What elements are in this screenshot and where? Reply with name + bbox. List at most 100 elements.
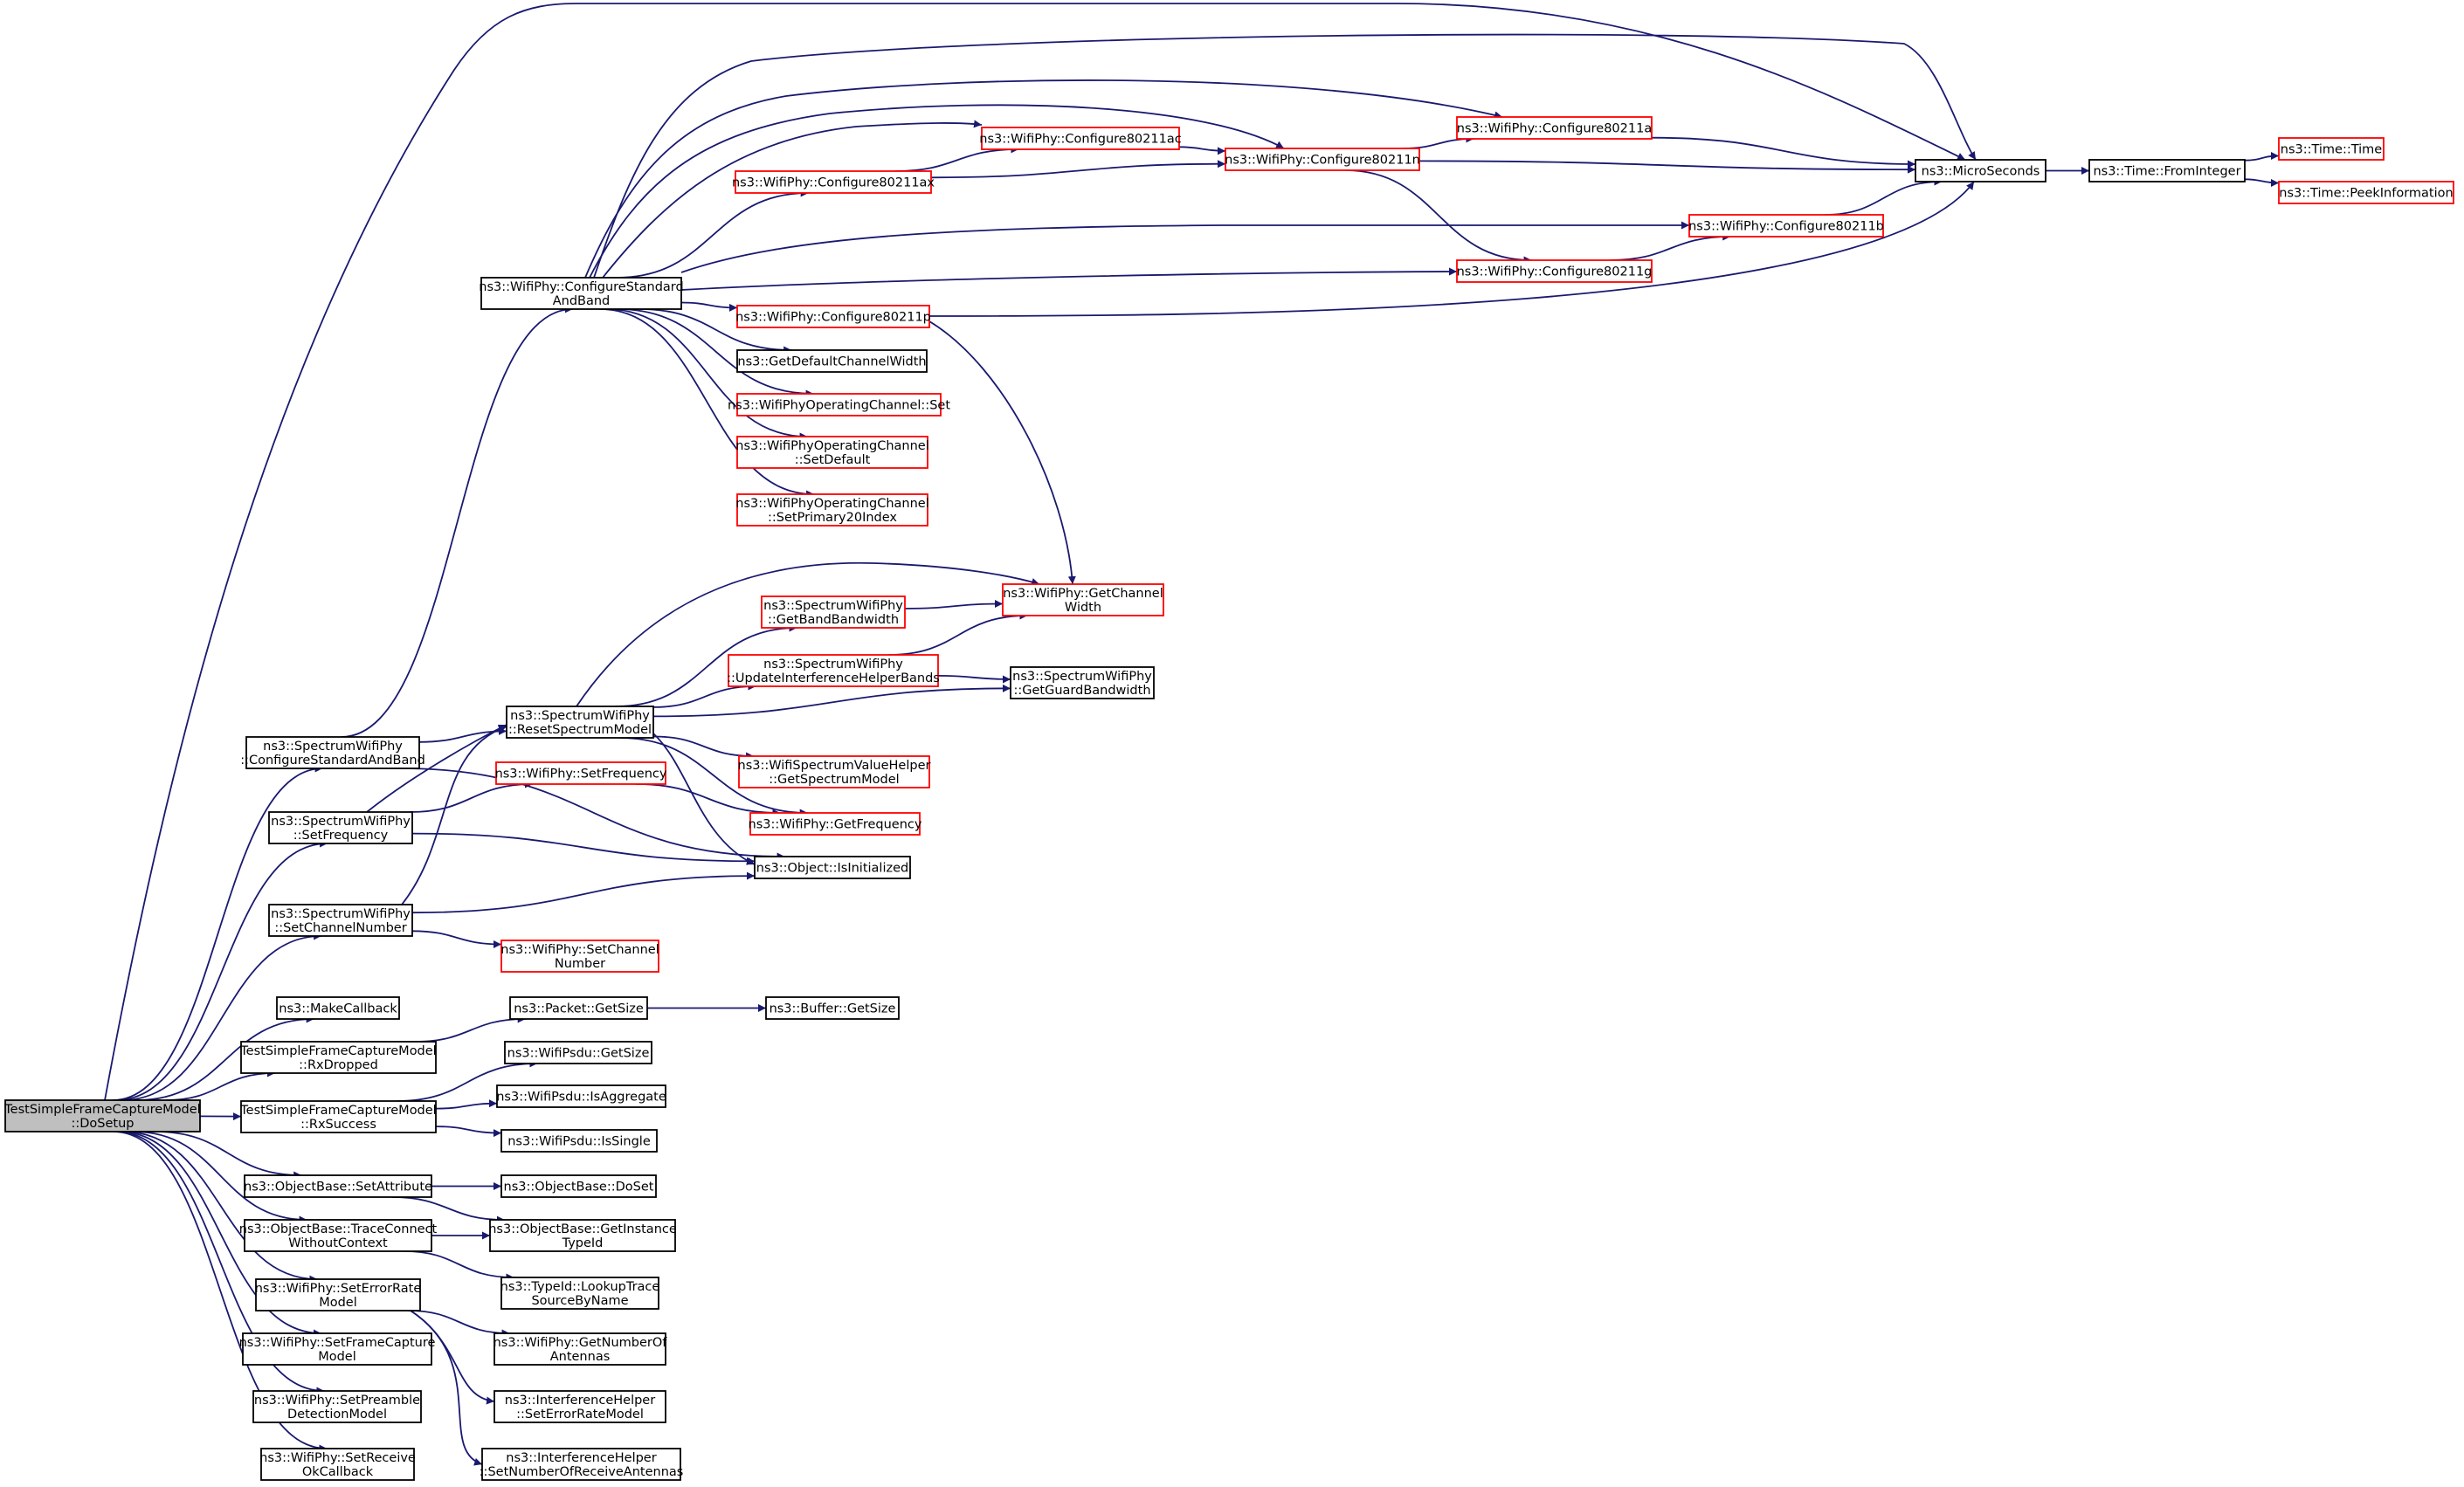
node-root[interactable]: TestSimpleFrameCaptureModel::DoSetup bbox=[3, 1099, 201, 1132]
node-wp_configure_80211ac[interactable]: ns3::WifiPhy::Configure80211ac bbox=[979, 127, 1182, 150]
node-object_is_initialized[interactable]: ns3::Object::IsInitialized bbox=[754, 856, 911, 879]
node-swp_configure_std_band[interactable]: ns3::SpectrumWifiPhy::ConfigureStandardA… bbox=[240, 736, 425, 769]
node-wp_configure_80211p[interactable]: ns3::WifiPhy::Configure80211p bbox=[735, 305, 931, 328]
node-box-swp_update_interference bbox=[728, 654, 939, 687]
node-wp_configure_80211ax[interactable]: ns3::WifiPhy::Configure80211ax bbox=[732, 170, 935, 194]
node-psdu_is_aggregate[interactable]: ns3::WifiPsdu::IsAggregate bbox=[496, 1084, 666, 1108]
node-wp_set_frequency[interactable]: ns3::WifiPhy::SetFrequency bbox=[495, 761, 667, 785]
node-label-psdu_is_single-line-0: ns3::WifiPsdu::IsSingle bbox=[507, 1135, 651, 1149]
node-ih_set_number_antennas[interactable]: ns3::InterferenceHelper::SetNumberOfRece… bbox=[480, 1448, 684, 1481]
edge-wp_configure_80211g-to-wp_configure_80211b bbox=[1610, 232, 1731, 261]
node-psdu_is_single[interactable]: ns3::WifiPsdu::IsSingle bbox=[500, 1129, 658, 1153]
node-label-ob_trace_connect-line-0: ns3::ObjectBase::TraceConnect bbox=[239, 1222, 438, 1236]
node-wp_configure_std_band[interactable]: ns3::WifiPhy::ConfigureStandardAndBand bbox=[479, 277, 684, 310]
edge-wp_configure_80211a-to-micro_seconds bbox=[1651, 136, 1916, 169]
edge-wp_configure_80211b-to-micro_seconds bbox=[1825, 177, 1943, 216]
edge-wp_configure_std_band-to-get_default_channel_width bbox=[639, 308, 792, 355]
edge-root-to-wp_set_error_rate bbox=[123, 1131, 318, 1284]
node-woc_set_default[interactable]: ns3::WifiPhyOperatingChannel::SetDefault bbox=[735, 436, 929, 469]
node-box-wp_set_channel_number bbox=[500, 940, 659, 973]
edge-swp_set_channel_number-to-swp_reset_spectrum_model bbox=[401, 725, 507, 905]
node-box-wp_set_frame_capture bbox=[242, 1332, 432, 1366]
node-ob_trace_connect[interactable]: ns3::ObjectBase::TraceConnectWithoutCont… bbox=[239, 1219, 438, 1252]
node-swp_get_guard_bandwidth[interactable]: ns3::SpectrumWifiPhy::GetGuardBandwidth bbox=[1010, 666, 1155, 699]
node-woc_set[interactable]: ns3::WifiPhyOperatingChannel::Set bbox=[728, 393, 950, 416]
node-ob_set_attribute[interactable]: ns3::ObjectBase::SetAttribute bbox=[244, 1174, 432, 1198]
edge-root-to-ob_set_attribute bbox=[155, 1131, 302, 1180]
node-box-swp_get_band_bandwidth bbox=[761, 595, 906, 629]
edge-root-to-make_callback bbox=[136, 1015, 314, 1101]
edge-swp_reset_spectrum_model-to-wp_get_channel_width bbox=[576, 561, 1040, 707]
node-wp_configure_80211g[interactable]: ns3::WifiPhy::Configure80211g bbox=[1456, 259, 1653, 283]
node-wp_set_channel_number[interactable]: ns3::WifiPhy::SetChannelNumber bbox=[500, 940, 659, 973]
edge-swp_update_interference-to-swp_get_guard_bandwidth bbox=[937, 675, 1011, 684]
node-rx_success[interactable]: TestSimpleFrameCaptureModel::RxSuccess bbox=[239, 1100, 437, 1133]
node-label-woc_set-line-0: ns3::WifiPhyOperatingChannel::Set bbox=[728, 399, 950, 413]
edge-wp_configure_std_band-to-wp_configure_80211g bbox=[680, 267, 1458, 291]
node-rx_dropped[interactable]: TestSimpleFrameCaptureModel::RxDropped bbox=[239, 1041, 437, 1074]
node-box-micro_seconds bbox=[1915, 159, 2046, 182]
node-label-wp_configure_std_band-line-0: ns3::WifiPhy::ConfigureStandard bbox=[479, 280, 683, 294]
node-label-ob_get_instance_typeid-line-1: TypeId bbox=[562, 1236, 604, 1250]
edge-swp_set_frequency-to-object_is_initialized bbox=[411, 832, 756, 865]
edge-wp_configure_std_band-to-wp_configure_80211b bbox=[680, 221, 1689, 273]
edge-wp_configure_80211p-to-wp_get_channel_width bbox=[928, 320, 1076, 585]
node-box-wp_configure_80211a bbox=[1456, 116, 1653, 140]
node-wp_get_frequency[interactable]: ns3::WifiPhy::GetFrequency bbox=[749, 812, 922, 836]
node-psdu_get_size[interactable]: ns3::WifiPsdu::GetSize bbox=[504, 1041, 652, 1064]
node-get_default_channel_width[interactable]: ns3::GetDefaultChannelWidth bbox=[736, 349, 928, 373]
node-box-ob_set_attribute bbox=[244, 1174, 432, 1198]
node-ob_do_set[interactable]: ns3::ObjectBase::DoSet bbox=[500, 1174, 657, 1198]
node-box-root bbox=[4, 1099, 201, 1132]
node-box-swp_reset_spectrum_model bbox=[506, 706, 654, 739]
node-box-ih_set_error_rate bbox=[493, 1390, 666, 1423]
node-box-ob_get_instance_typeid bbox=[489, 1219, 676, 1252]
edge-rx_success-to-psdu_get_size bbox=[397, 1059, 538, 1102]
node-label-ob_get_instance_typeid-line-0: ns3::ObjectBase::GetInstance bbox=[488, 1222, 677, 1236]
node-swp_set_frequency[interactable]: ns3::SpectrumWifiPhy::SetFrequency bbox=[268, 811, 413, 844]
node-wsvh_get_spectrum_model[interactable]: ns3::WifiSpectrumValueHelper::GetSpectru… bbox=[738, 755, 931, 788]
node-box-packet_get_size bbox=[509, 996, 648, 1020]
edge-ob_set_attribute-to-ob_get_instance_typeid bbox=[391, 1196, 505, 1224]
node-box-ob_trace_connect bbox=[244, 1219, 432, 1252]
node-swp_set_channel_number[interactable]: ns3::SpectrumWifiPhy::SetChannelNumber bbox=[268, 904, 413, 937]
node-woc_set_primary20[interactable]: ns3::WifiPhyOperatingChannel::SetPrimary… bbox=[735, 493, 929, 527]
node-box-get_default_channel_width bbox=[736, 349, 928, 373]
node-wp_set_error_rate[interactable]: ns3::WifiPhy::SetErrorRateModel bbox=[255, 1278, 422, 1311]
node-packet_get_size[interactable]: ns3::Packet::GetSize bbox=[509, 996, 648, 1020]
edge-wp_configure_80211ax-to-wp_configure_80211n bbox=[930, 160, 1226, 179]
edge-wp_configure_std_band-to-wp_configure_80211p bbox=[680, 301, 738, 312]
node-time_time[interactable]: ns3::Time::Time bbox=[2278, 137, 2385, 161]
node-make_callback[interactable]: ns3::MakeCallback bbox=[276, 996, 400, 1020]
node-buffer_get_size[interactable]: ns3::Buffer::GetSize bbox=[765, 996, 900, 1020]
node-swp_update_interference[interactable]: ns3::SpectrumWifiPhy::UpdateInterference… bbox=[727, 654, 940, 687]
node-swp_reset_spectrum_model[interactable]: ns3::SpectrumWifiPhy::ResetSpectrumModel bbox=[506, 706, 654, 739]
node-ih_set_error_rate[interactable]: ns3::InterferenceHelper::SetErrorRateMod… bbox=[493, 1390, 666, 1423]
node-wp_configure_80211a[interactable]: ns3::WifiPhy::Configure80211a bbox=[1456, 116, 1653, 140]
node-box-object_is_initialized bbox=[754, 856, 911, 879]
edge-swp_set_channel_number-to-object_is_initialized bbox=[411, 871, 756, 914]
edge-wp_configure_80211n-to-micro_seconds bbox=[1418, 160, 1916, 174]
node-micro_seconds[interactable]: ns3::MicroSeconds bbox=[1915, 159, 2046, 182]
edge-rx_success-to-psdu_is_aggregate bbox=[435, 1099, 498, 1110]
node-time_from_integer[interactable]: ns3::Time::FromInteger bbox=[2088, 159, 2246, 182]
edge-root-to-wp_set_preamble bbox=[114, 1131, 325, 1395]
node-label-root-line-1: ::DoSetup bbox=[71, 1117, 134, 1131]
node-label-wp_configure_std_band-line-1: AndBand bbox=[553, 294, 611, 308]
node-label-wp_set_receive_ok-line-0: ns3::WifiPhy::SetReceive bbox=[259, 1451, 416, 1465]
edge-swp_set_channel_number-to-wp_set_channel_number bbox=[411, 930, 502, 948]
node-time_peek_information[interactable]: ns3::Time::PeekInformation bbox=[2278, 181, 2454, 204]
node-wp_configure_80211b[interactable]: ns3::WifiPhy::Configure80211b bbox=[1688, 214, 1884, 238]
edge-wp_set_error_rate-to-wp_get_number_antennas bbox=[408, 1310, 510, 1338]
node-swp_get_band_bandwidth[interactable]: ns3::SpectrumWifiPhy::GetBandBandwidth bbox=[761, 595, 906, 629]
node-wp_configure_80211n[interactable]: ns3::WifiPhy::Configure80211n bbox=[1225, 148, 1420, 171]
node-label-psdu_is_aggregate-line-0: ns3::WifiPsdu::IsAggregate bbox=[496, 1091, 666, 1105]
